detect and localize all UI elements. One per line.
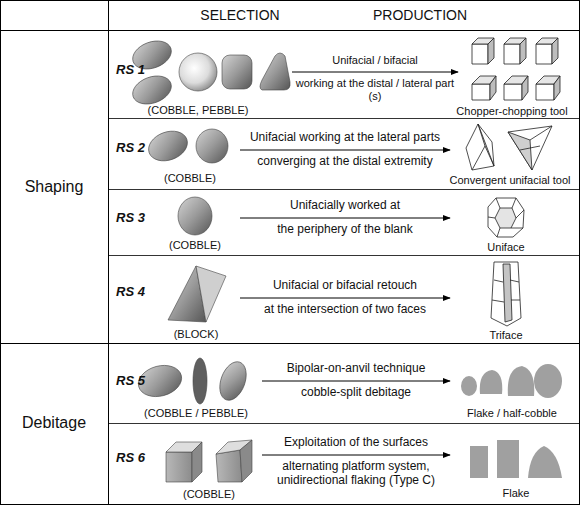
convergent-unifacial-tools <box>466 124 552 170</box>
column-header: PRODUCTION <box>373 7 467 23</box>
arrow-text: Unifacial working at the lateral parts <box>240 131 450 145</box>
arrow-text: converging at the distal extremity <box>240 155 450 169</box>
arrow-text: Unifacial / bifacial <box>292 54 458 67</box>
row-label: RS 1 <box>116 63 145 78</box>
blank-caption: (BLOCK) <box>174 328 219 341</box>
blank-caption: (COBBLE) <box>169 239 221 252</box>
product-caption: Flake <box>503 487 530 500</box>
row-label: RS 2 <box>116 141 145 156</box>
arrow-text: Unifacial or bifacial retouch <box>240 279 450 293</box>
arrow-text: cobble-split debitage <box>262 386 450 400</box>
arrow-text: Unifacially worked at <box>240 199 450 213</box>
group-label: Shaping <box>25 178 84 196</box>
flakes <box>470 440 562 478</box>
uniface-tool <box>488 198 524 237</box>
row-label: RS 3 <box>116 211 145 226</box>
row-label: RS 4 <box>116 285 145 300</box>
row-label: RS 5 <box>116 374 145 389</box>
chopper-chopping-tools <box>472 38 560 100</box>
rs2-blanks <box>144 126 228 166</box>
rs6-blanks <box>166 440 252 482</box>
arrow-text: Bipolar-on-anvil technique <box>262 362 450 376</box>
group-label: Debitage <box>22 414 86 432</box>
blank-caption: (COBBLE) <box>183 488 235 501</box>
product-caption: Uniface <box>487 241 524 254</box>
blank-caption: (COBBLE) <box>164 172 216 185</box>
triface-tool <box>491 262 521 326</box>
arrow-text: working at the distal / lateral part (s) <box>292 77 458 102</box>
arrow-text: alternating platform system, unidirectio… <box>262 460 450 488</box>
rs4-block <box>168 266 226 322</box>
process-arrows <box>240 72 458 455</box>
rs1-blanks <box>129 36 290 109</box>
rs3-blank <box>178 197 212 235</box>
rs5-blanks <box>135 358 251 404</box>
flakes-half-cobbles <box>461 364 562 398</box>
product-caption: Convergent unifacial tool <box>449 174 570 187</box>
row-label: RS 6 <box>116 451 145 466</box>
arrow-text: the periphery of the blank <box>240 223 450 237</box>
product-caption: Flake / half-cobble <box>467 407 557 420</box>
blank-caption: (COBBLE / PEBBLE) <box>144 407 248 420</box>
column-header: SELECTION <box>200 7 279 23</box>
arrow-text: Exploitation of the surfaces <box>262 436 450 450</box>
blank-caption: (COBBLE, PEBBLE) <box>148 104 249 117</box>
product-caption: Triface <box>489 329 522 342</box>
arrow-text: at the intersection of two faces <box>240 303 450 317</box>
product-caption: Chopper-chopping tool <box>456 105 567 118</box>
